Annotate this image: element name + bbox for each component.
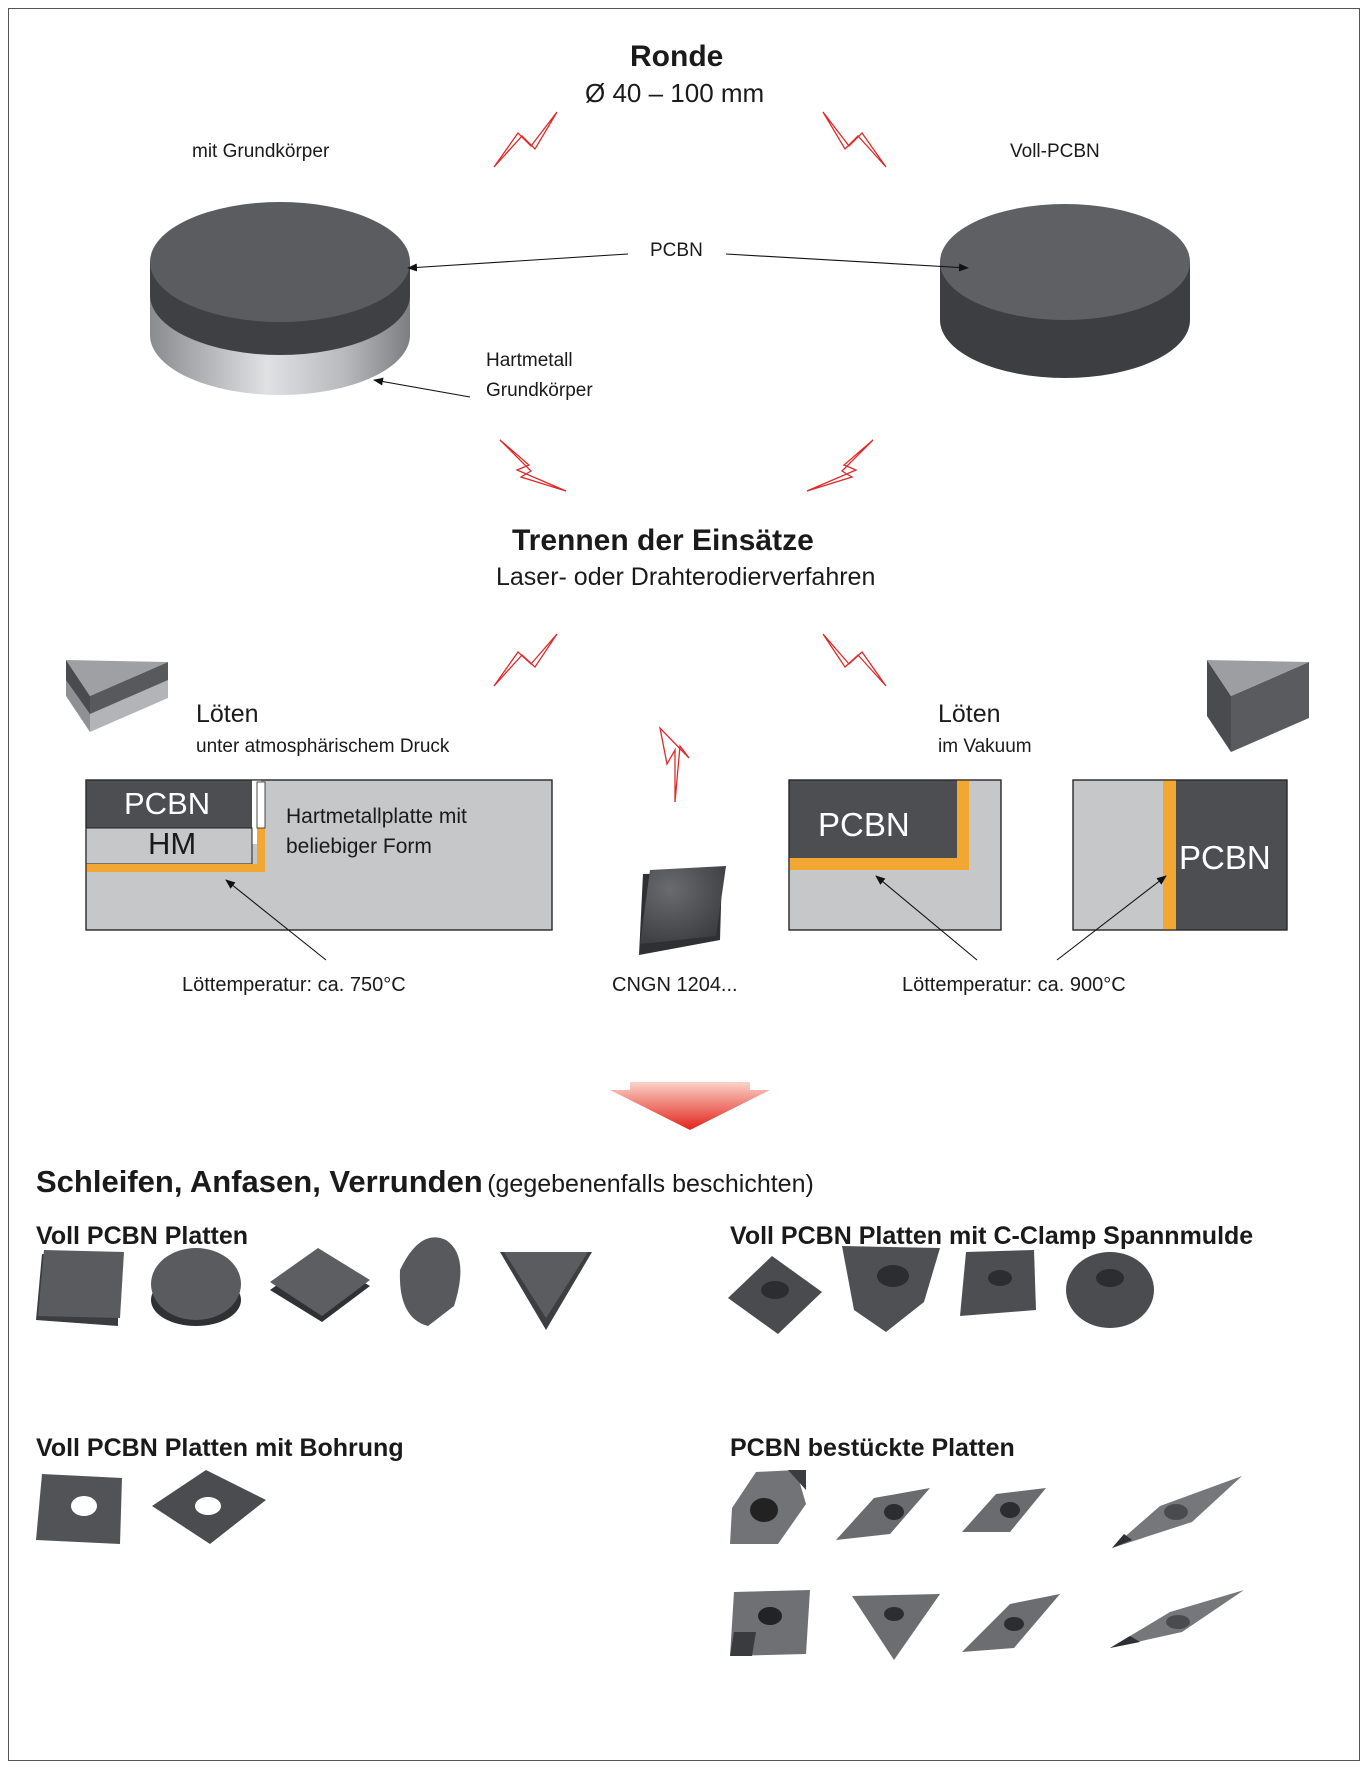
triangle-insert-left: [66, 660, 168, 732]
vak-pcbn-label-a: PCBN: [818, 806, 910, 843]
pointer-temp-900-b: [1056, 875, 1167, 961]
right-disc-label: Voll-PCBN: [1010, 141, 1100, 162]
finishing-title: Schleifen, Anfasen, Verrunden: [36, 1164, 483, 1199]
bestueckt-insert-images-row2: [730, 1590, 1244, 1660]
pointer-pcbn-left: [407, 253, 629, 272]
arrow-trennen-right: [822, 633, 887, 687]
loeten-vak-subtitle: im Vakuum: [938, 736, 1032, 757]
loeten-atm-subtitle: unter atmosphärischem Druck: [196, 736, 450, 757]
arrow-left-disc-down: [499, 439, 567, 492]
left-disc: [150, 202, 410, 395]
disc-top: [150, 202, 410, 322]
arrow-trennen-left: [493, 633, 558, 687]
atm-hm-label: HM: [148, 826, 197, 861]
big-down-arrow: [610, 1082, 770, 1130]
left-disc-label: mit Grundkörper: [192, 141, 330, 162]
ronde-title: Ronde: [630, 40, 724, 73]
arrow-ronde-left: [493, 111, 558, 168]
finishing-note: (gegebenenfalls beschichten): [487, 1170, 814, 1198]
trennen-subtitle: Laser- oder Drahterodierverfahren: [496, 563, 876, 591]
ronde-diameter: Ø 40 – 100 mm: [585, 78, 765, 108]
loeten-vak-title: Löten: [938, 700, 1001, 728]
plate-text-1: Hartmetallplatte mit: [286, 805, 467, 828]
bestueckt-insert-images-row1: [730, 1470, 1242, 1548]
grundkoerper-label: Grundkörper: [486, 380, 593, 401]
pointer-temp-900-a: [875, 875, 978, 961]
brazing-section-vak-a: [788, 779, 1002, 931]
voll-pcbn-insert-images: [36, 1237, 592, 1330]
arrow-ronde-right: [822, 111, 887, 168]
hartmetall-label: Hartmetall: [486, 350, 573, 371]
temp-750-label: Löttemperatur: ca. 750°C: [182, 974, 406, 996]
disc-top: [940, 204, 1190, 320]
outer-frame: [8, 8, 1360, 1761]
group-voll-title: Voll PCBN Platten: [36, 1222, 249, 1250]
temp-900-label: Löttemperatur: ca. 900°C: [902, 974, 1126, 996]
trennen-title: Trennen der Einsätze: [512, 524, 814, 557]
cngn-insert-image: [639, 866, 726, 955]
loeten-atm-title: Löten: [196, 700, 259, 728]
bohrung-insert-images: [36, 1470, 266, 1544]
pointer-temp-750: [225, 879, 327, 961]
pointer-hartmetall: [373, 377, 471, 398]
group-cclamp-title: Voll PCBN Platten mit C-Clamp Spannmulde: [730, 1222, 1254, 1250]
pointer-pcbn-right: [725, 253, 969, 272]
plate-text-2: beliebiger Form: [286, 835, 432, 858]
vak-pcbn-label-b: PCBN: [1179, 839, 1271, 876]
pcbn-disc-label: PCBN: [650, 240, 703, 261]
arrow-trennen-center: [658, 725, 690, 803]
arrow-right-disc-down: [806, 439, 874, 492]
triangle-insert-right: [1207, 660, 1309, 752]
group-bestueckt-title: PCBN bestückte Platten: [730, 1434, 1015, 1462]
atm-pcbn-label: PCBN: [124, 786, 211, 821]
brazing-section-atm: [85, 779, 553, 931]
red-flow-arrows: [493, 111, 887, 803]
finishing-heading: Schleifen, Anfasen, Verrunden (gegebenen…: [36, 1164, 814, 1200]
group-bohrung-title: Voll PCBN Platten mit Bohrung: [36, 1434, 404, 1462]
brazing-section-vak-b: [1072, 779, 1288, 931]
cclamp-insert-images: [728, 1246, 1154, 1334]
cngn-label: CNGN 1204...: [612, 974, 738, 996]
right-disc: [940, 204, 1190, 378]
